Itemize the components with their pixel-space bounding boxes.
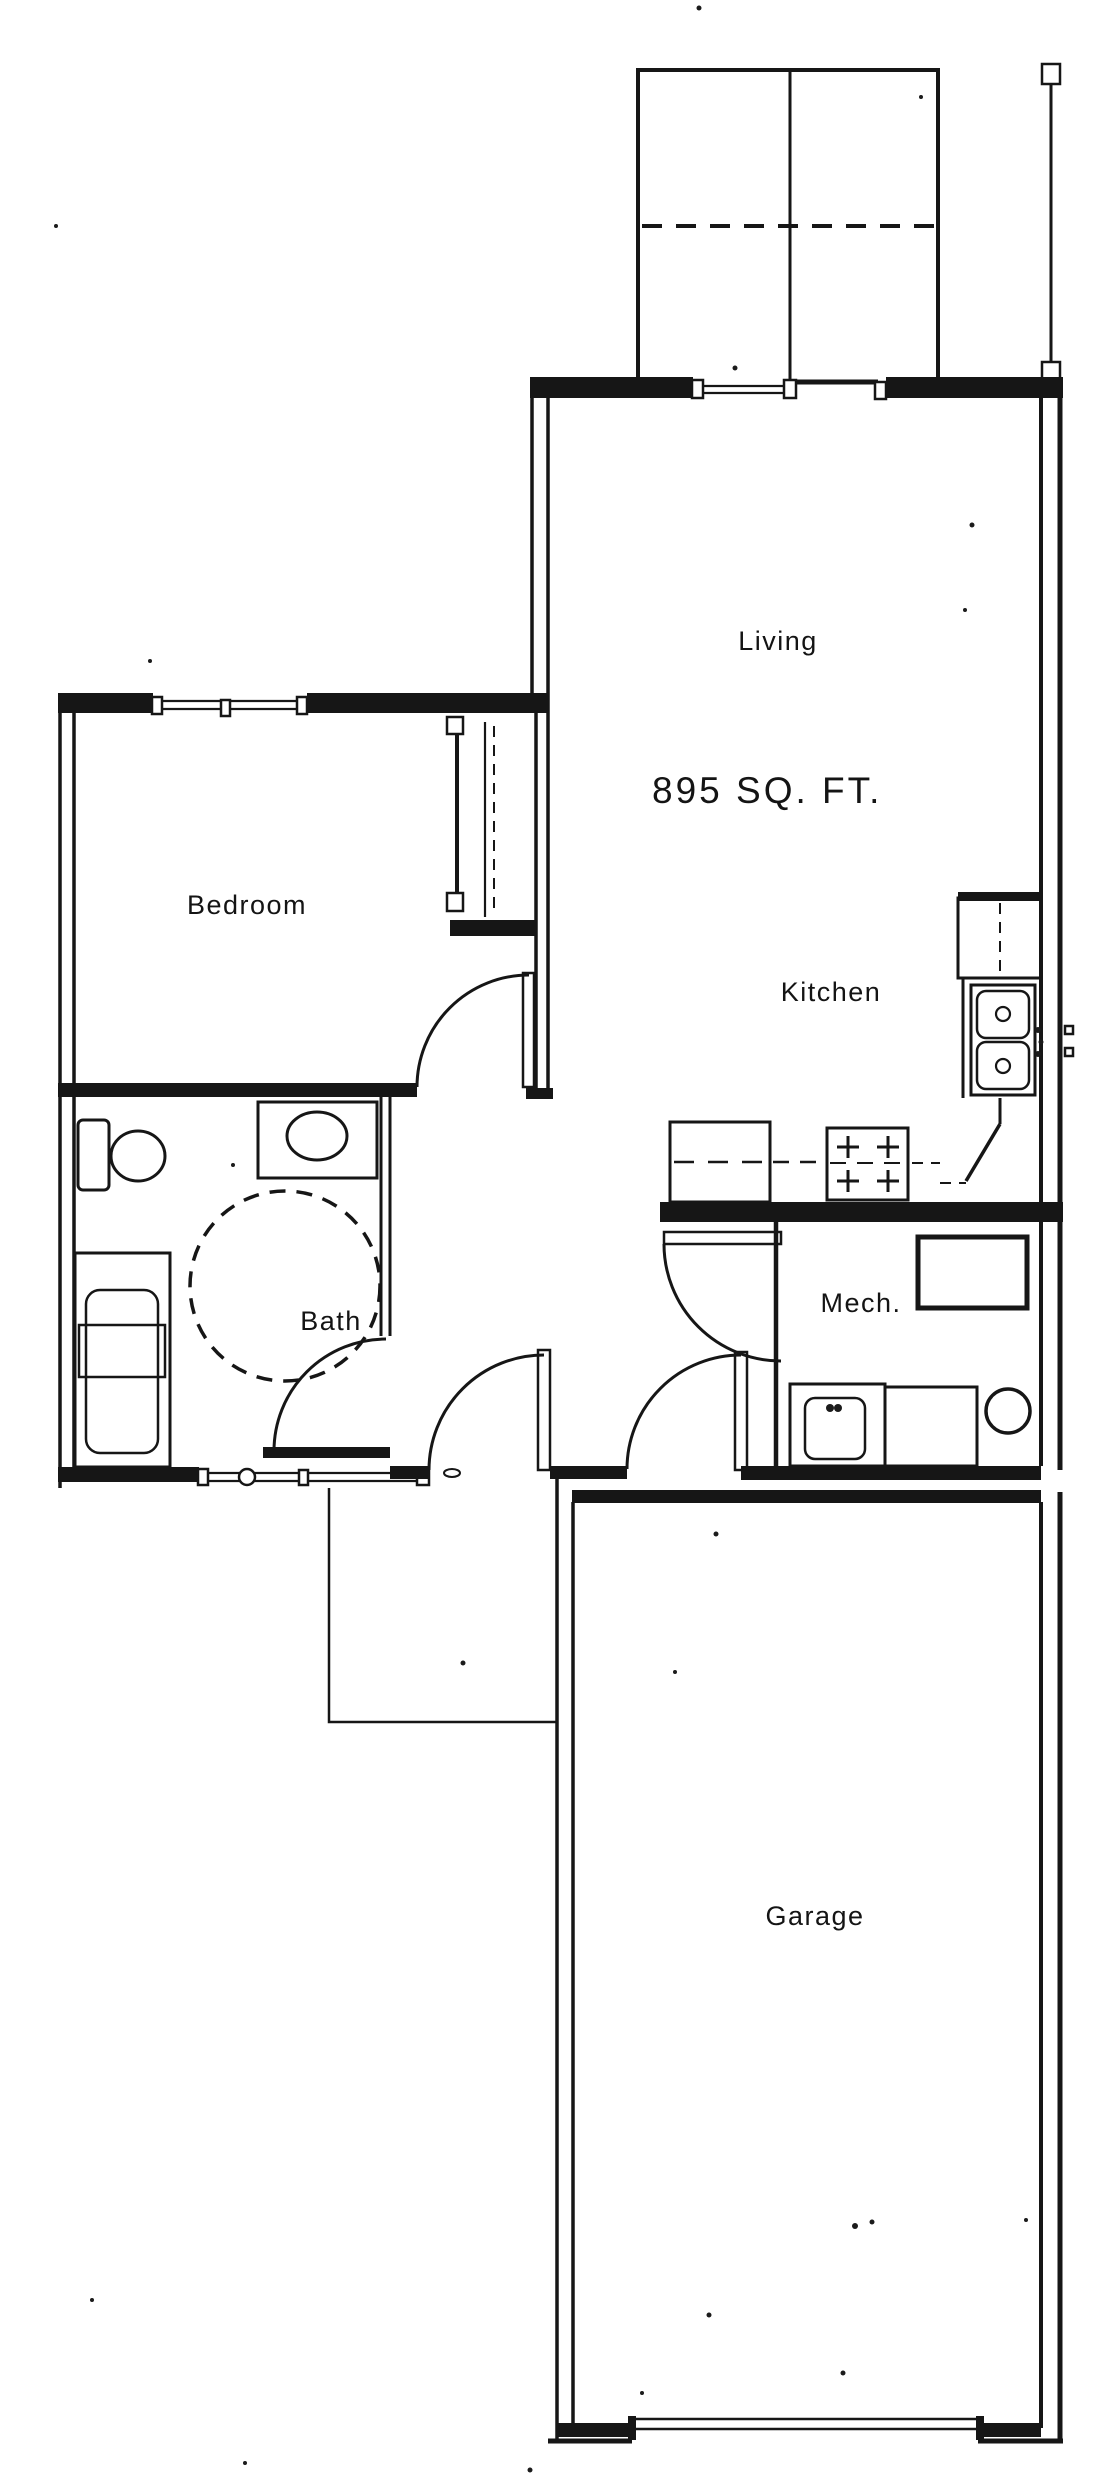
wall-segment [58, 693, 153, 713]
faucet-spout [1038, 1039, 1044, 1045]
laundry-sink-basin [803, 1396, 867, 1461]
bedroom-label: Bedroom [187, 890, 307, 920]
garage-door-jamb [976, 2416, 984, 2440]
bedroom-closet [445, 713, 553, 1099]
mech-room [662, 1222, 1032, 1468]
kitchen-bottom-wall [660, 1202, 1063, 1222]
entry-landing [327, 1488, 557, 1724]
closet-door-jamb [445, 715, 465, 736]
garage [548, 1466, 1063, 2444]
hose-bib [1063, 1046, 1075, 1058]
bath-right-wall [379, 1097, 392, 1336]
living-label: Living [738, 626, 818, 656]
closet-door-jamb [445, 891, 465, 913]
window-jamb [782, 378, 798, 400]
bath-door-swing-arc [272, 1337, 387, 1452]
door-swing-arc [625, 1353, 742, 1470]
closet-bottom-wall [450, 920, 537, 936]
bedroom-top-wall [58, 693, 548, 718]
shower-stall [73, 1251, 172, 1469]
wall-segment [550, 1466, 627, 1479]
window-mullion [219, 698, 232, 718]
refrigerator-space [956, 896, 1043, 980]
door-leaf [521, 971, 536, 1089]
kitchen-sink-unit [969, 983, 1037, 1097]
kitchen [660, 892, 1063, 1222]
garage-top-wall [572, 1490, 1041, 1503]
bath-label: Bath [300, 1306, 362, 1336]
shower-seat [77, 1323, 167, 1379]
stove [825, 1126, 910, 1202]
kitchen-label: Kitchen [781, 977, 882, 1007]
wall-segment [978, 2423, 1041, 2437]
bath-stub-wall [263, 1447, 390, 1458]
sink-drain [994, 1057, 1012, 1075]
faucet-handle [834, 1404, 842, 1412]
window-jamb [196, 1467, 210, 1487]
living-left-wall [530, 377, 550, 713]
landing-outline [327, 1488, 557, 1724]
sink-basin [975, 1040, 1031, 1091]
vanity-counter [256, 1100, 379, 1180]
door-jamb [873, 380, 888, 401]
door-swing-arc [427, 1353, 545, 1471]
bedroom-bottom-wall [58, 1083, 417, 1097]
garage-door-jamb [628, 2416, 636, 2440]
door-swing-arc [415, 973, 530, 1088]
sink-drain [994, 1005, 1012, 1023]
square-footage-label: 895 SQ. FT. [652, 770, 882, 811]
water-heater [984, 1387, 1032, 1435]
window-jamb [295, 695, 309, 716]
faucet-handle [1035, 1051, 1041, 1057]
bath-bottom-wall [58, 1467, 199, 1482]
faucet-handle [826, 1404, 834, 1412]
wall-segment [886, 377, 1063, 398]
counter-angled-edge [964, 1123, 1002, 1182]
sink-basin [975, 989, 1031, 1040]
faucet-handle [1035, 1027, 1041, 1033]
stove-burners [837, 1136, 899, 1192]
counter [668, 1120, 772, 1204]
hallway-doors [390, 1348, 1041, 1480]
bedroom-door [415, 971, 536, 1089]
fence-post-top [1040, 62, 1062, 86]
window-jamb [150, 695, 164, 716]
mech-label: Mech. [820, 1288, 901, 1318]
door-leaf [733, 1350, 749, 1472]
window-mullion [297, 1468, 310, 1487]
turning-radius-circle [188, 1189, 382, 1383]
hose-bib [1063, 1024, 1075, 1036]
wall-segment [307, 693, 548, 713]
washer [883, 1385, 979, 1468]
toilet-tank [76, 1118, 111, 1192]
window-crank-detail [237, 1467, 257, 1487]
wall-segment [390, 1466, 428, 1479]
mech-door-leaf [662, 1230, 783, 1246]
window-sill [162, 699, 222, 711]
wall-segment [557, 2423, 632, 2437]
living-top-wall [530, 377, 1063, 401]
mech-door-swing-arc [662, 1243, 782, 1363]
mech-bottom-wall [741, 1466, 1041, 1480]
scan-specks [54, 5, 1028, 2473]
toilet-bowl [109, 1129, 167, 1183]
bathroom [58, 1097, 431, 1487]
door-leaf [536, 1348, 552, 1472]
window-sill [704, 384, 785, 395]
garage-door [632, 2417, 978, 2431]
window-jamb [690, 378, 705, 400]
wall-segment [530, 377, 693, 398]
wall-end-cap [526, 1088, 553, 1099]
shower-basin [84, 1288, 160, 1455]
garage-label: Garage [765, 1901, 864, 1931]
right-exterior-wall [1039, 377, 1075, 2443]
threshold-detail [443, 1468, 461, 1478]
furnace [915, 1234, 1030, 1311]
vanity-sink-basin [285, 1110, 349, 1162]
deck [636, 62, 1062, 396]
window-sill [230, 699, 298, 711]
deck-outline [636, 68, 940, 382]
